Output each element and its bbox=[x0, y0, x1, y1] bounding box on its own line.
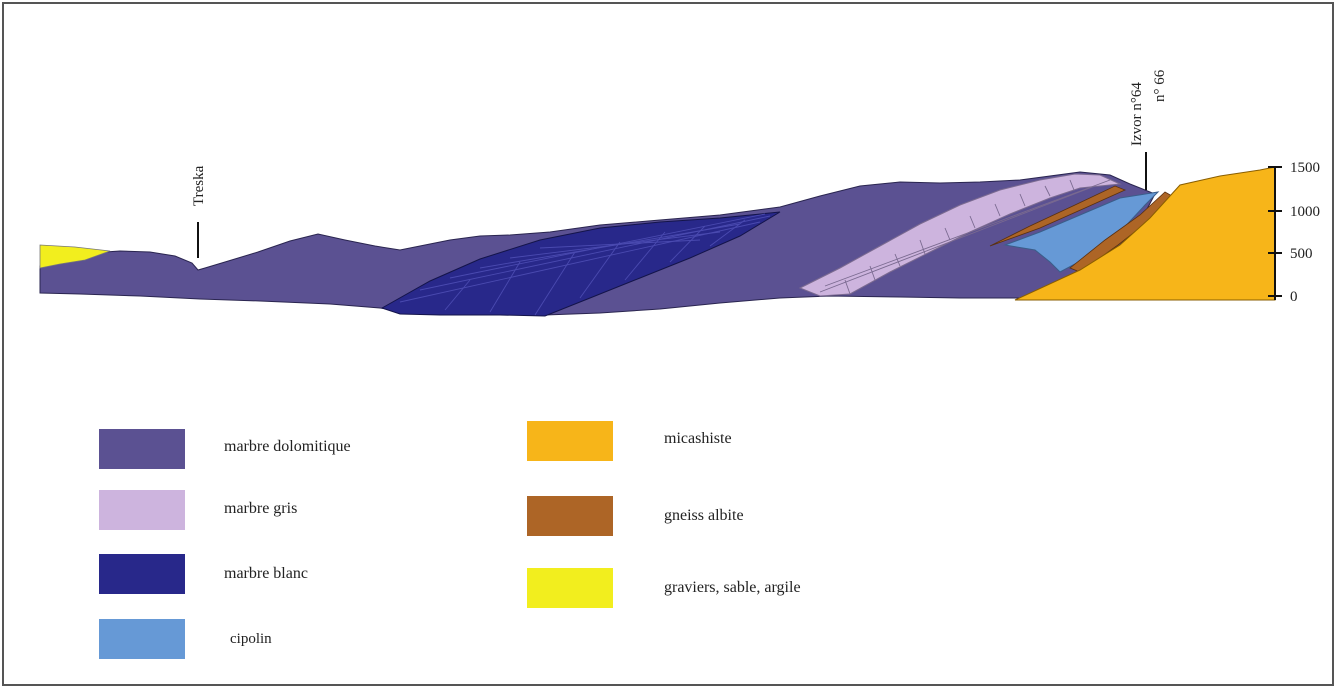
spring-66-label: n° 66 bbox=[1152, 69, 1168, 102]
legend-swatch-gneiss-albite bbox=[527, 496, 613, 536]
scale-tick-1000: 1000 bbox=[1290, 204, 1320, 220]
legend-label-marbre-gris: marbre gris bbox=[224, 500, 297, 518]
scale-tick-0: 0 bbox=[1290, 289, 1298, 305]
legend-label-gneiss-albite: gneiss albite bbox=[664, 507, 744, 525]
legend-swatch-marbre-blanc bbox=[99, 554, 185, 594]
scale-tick-500: 500 bbox=[1290, 246, 1313, 262]
legend-swatch-cipolin bbox=[99, 619, 185, 659]
legend-label-marbre-blanc: marbre blanc bbox=[224, 565, 308, 583]
legend-swatch-graviers bbox=[527, 568, 613, 608]
legend-label-marbre-dolomitique: marbre dolomitique bbox=[224, 438, 351, 456]
legend-label-cipolin: cipolin bbox=[230, 631, 272, 648]
legend-swatch-marbre-dolomitique bbox=[99, 429, 185, 469]
treska-label: Treska bbox=[191, 165, 207, 206]
legend-label-graviers: graviers, sable, argile bbox=[664, 579, 801, 597]
legend-label-micashiste: micashiste bbox=[664, 430, 732, 448]
izvor-label: Izvor n°64 bbox=[1129, 82, 1145, 146]
legend-swatch-micashiste bbox=[527, 421, 613, 461]
scale-tick-1500: 1500 bbox=[1290, 160, 1320, 176]
legend-swatch-marbre-gris bbox=[99, 490, 185, 530]
